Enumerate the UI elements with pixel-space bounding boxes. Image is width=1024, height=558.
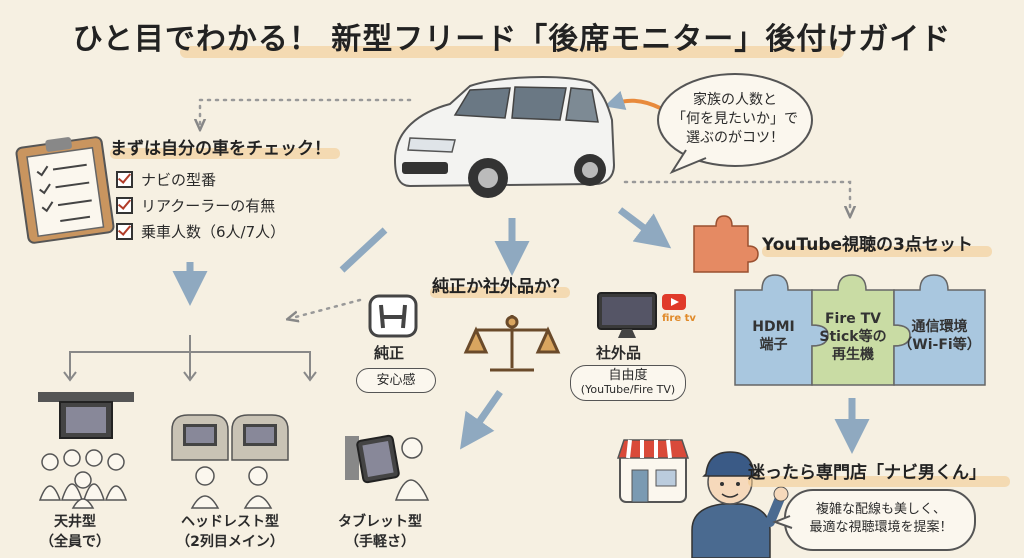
headrest-monitor-illustration xyxy=(171,414,289,509)
bubble-top: 家族の人数と 「何を見たいか」で 選ぶのがコツ！ xyxy=(658,91,812,148)
tablet-illustration xyxy=(345,434,430,501)
fire-tv-logo: fire tv xyxy=(662,313,696,324)
clipboard-illustration xyxy=(15,136,115,244)
bubble-line: 家族の人数と xyxy=(693,92,777,108)
shop-bubble: 複雑な配線も美しく、 最適な視聴環境を提案！ xyxy=(809,502,953,535)
bubble-top-shape xyxy=(657,73,813,175)
check-item: ナビの型番 xyxy=(116,166,285,192)
check-list: ナビの型番 リアクーラーの有無 乗車人数（6人/7人） xyxy=(116,166,285,244)
genuine-badge: 安心感 xyxy=(356,368,436,393)
genuine-label: 純正 xyxy=(374,344,405,362)
people-group-icon xyxy=(38,449,128,509)
youtube-heading: YouTube視聴の3点セット xyxy=(762,235,973,255)
puzzle-piece-network: 通信環境 （Wi-Fi等） xyxy=(898,319,981,353)
arrow-bubble-to-car xyxy=(604,90,661,111)
choice-heading-highlight xyxy=(430,287,570,298)
bubble-line: 選ぶのがコツ！ xyxy=(686,130,784,146)
aftermarket-label: 社外品 xyxy=(596,344,642,362)
check-heading-highlight xyxy=(110,148,340,159)
choice-heading: 純正か社外品か？ xyxy=(432,277,568,297)
puzzle-piece-hdmi: HDMI 端子 xyxy=(752,319,795,353)
dotted-connector-left xyxy=(200,98,412,125)
shop-icon xyxy=(616,439,690,503)
youtube-heading-highlight xyxy=(762,246,992,257)
puzzle-piece-player: Fire TV Stick等の 再生機 xyxy=(819,311,887,363)
scales-icon xyxy=(463,315,561,372)
dotted-connector-mid xyxy=(292,298,362,318)
check-item: リアクーラーの有無 xyxy=(116,192,285,218)
check-item: 乗車人数（6人/7人） xyxy=(116,218,285,244)
shop-heading: 迷ったら専門店「ナビ男くん」 xyxy=(748,463,986,483)
youtube-icon xyxy=(662,294,686,310)
arrow-choice-to-tablet xyxy=(460,390,503,450)
tv-monitor-icon xyxy=(597,292,657,338)
shop-bubble-shape xyxy=(772,489,976,551)
dotted-connector-right xyxy=(623,180,850,212)
checkbox-icon xyxy=(116,170,133,188)
ceiling-monitor-illustration xyxy=(38,392,134,439)
checkbox-icon xyxy=(116,196,133,214)
checkbox-icon xyxy=(116,222,133,240)
arrow-car-to-left xyxy=(339,227,388,273)
arrow-car-to-youtube xyxy=(617,207,672,249)
aftermarket-badge: 自由度 (YouTube/Fire TV) xyxy=(570,365,686,401)
puzzle-icon xyxy=(693,215,759,273)
page-title: ひと目でわかる！ 新型フリード「後席モニター」後付けガイド xyxy=(72,22,952,57)
type-ceiling: 天井型 （全員で） xyxy=(40,514,110,550)
car-illustration xyxy=(393,76,616,198)
bubble-line: 「何を見たいか」で xyxy=(672,111,798,127)
puzzle-pieces-shape xyxy=(734,274,986,386)
honda-logo-icon xyxy=(368,294,418,338)
type-tablet: タブレット型 （手軽さ） xyxy=(338,514,422,550)
type-headrest: ヘッドレスト型 （2列目メイン） xyxy=(176,514,284,550)
title-highlight xyxy=(180,46,844,58)
branch-tree xyxy=(69,335,311,378)
check-heading: まずは自分の車をチェック！ xyxy=(110,139,331,159)
shop-heading-highlight xyxy=(748,476,1010,487)
mechanic-illustration xyxy=(691,451,789,558)
